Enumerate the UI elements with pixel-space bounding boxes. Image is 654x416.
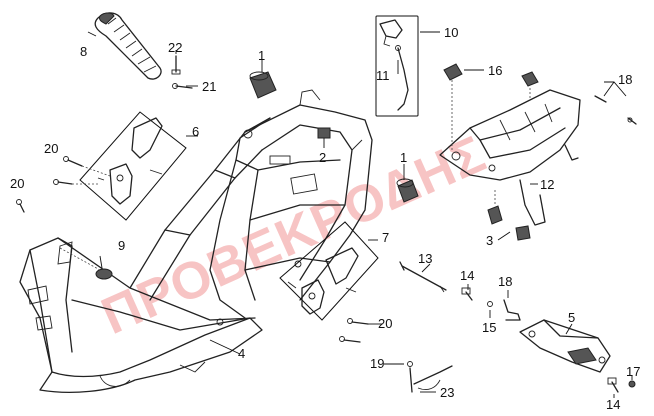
callout-9: 9 [118, 238, 125, 253]
spring-assembly [407, 361, 453, 393]
callout-2: 2 [319, 150, 326, 165]
shock-boot-part [94, 12, 162, 80]
callout-20-upper: 20 [44, 141, 58, 156]
bushing-lower [396, 178, 419, 203]
callout-22: 22 [168, 40, 182, 55]
callout-3: 3 [486, 233, 493, 248]
callout-4: 4 [238, 346, 245, 361]
callout-13: 13 [418, 251, 432, 266]
rubber-block-part [317, 127, 331, 139]
watermark-text: ΠΡΟΒΕΚΡΟΔΗΣ [93, 125, 494, 346]
bushing-upper [249, 71, 277, 99]
callout-10: 10 [444, 25, 458, 40]
callout-18-lower: 18 [498, 274, 512, 289]
callout-1-upper: 1 [258, 48, 265, 63]
callout-21: 21 [202, 79, 216, 94]
cable-bracket-assembly [375, 15, 419, 117]
callout-5: 5 [568, 310, 575, 325]
callout-19: 19 [370, 356, 384, 371]
callout-20-middle: 20 [378, 316, 392, 331]
callout-12: 12 [540, 177, 554, 192]
bolt-parts [16, 156, 369, 343]
callout-17: 17 [626, 364, 640, 379]
callout-15: 15 [482, 320, 496, 335]
callout-14-lower: 14 [606, 397, 620, 412]
center-stand-part [519, 319, 611, 373]
left-bracket-assembly [79, 111, 187, 221]
main-frame [19, 89, 373, 393]
long-bolt-part [399, 261, 447, 293]
callout-16: 16 [488, 63, 502, 78]
callout-20-left: 20 [10, 176, 24, 191]
callout-14-upper: 14 [460, 268, 474, 283]
rubber-mount-parts [487, 190, 531, 241]
callout-labels: 1 1 2 3 4 5 6 7 8 9 10 11 12 13 14 14 15… [10, 25, 640, 412]
callout-6: 6 [192, 124, 199, 139]
callout-18-upper: 18 [618, 72, 632, 87]
leader-lines [87, 31, 633, 398]
middle-bracket-assembly [279, 221, 379, 321]
luggage-rack-bracket [439, 63, 637, 226]
washer-part [59, 247, 113, 280]
callout-1-lower: 1 [400, 150, 407, 165]
callout-7: 7 [382, 230, 389, 245]
callout-23: 23 [440, 385, 454, 400]
callout-8: 8 [80, 44, 87, 59]
lower-fasteners [461, 287, 636, 393]
callout-11: 11 [376, 68, 390, 83]
pin-parts [171, 55, 193, 89]
